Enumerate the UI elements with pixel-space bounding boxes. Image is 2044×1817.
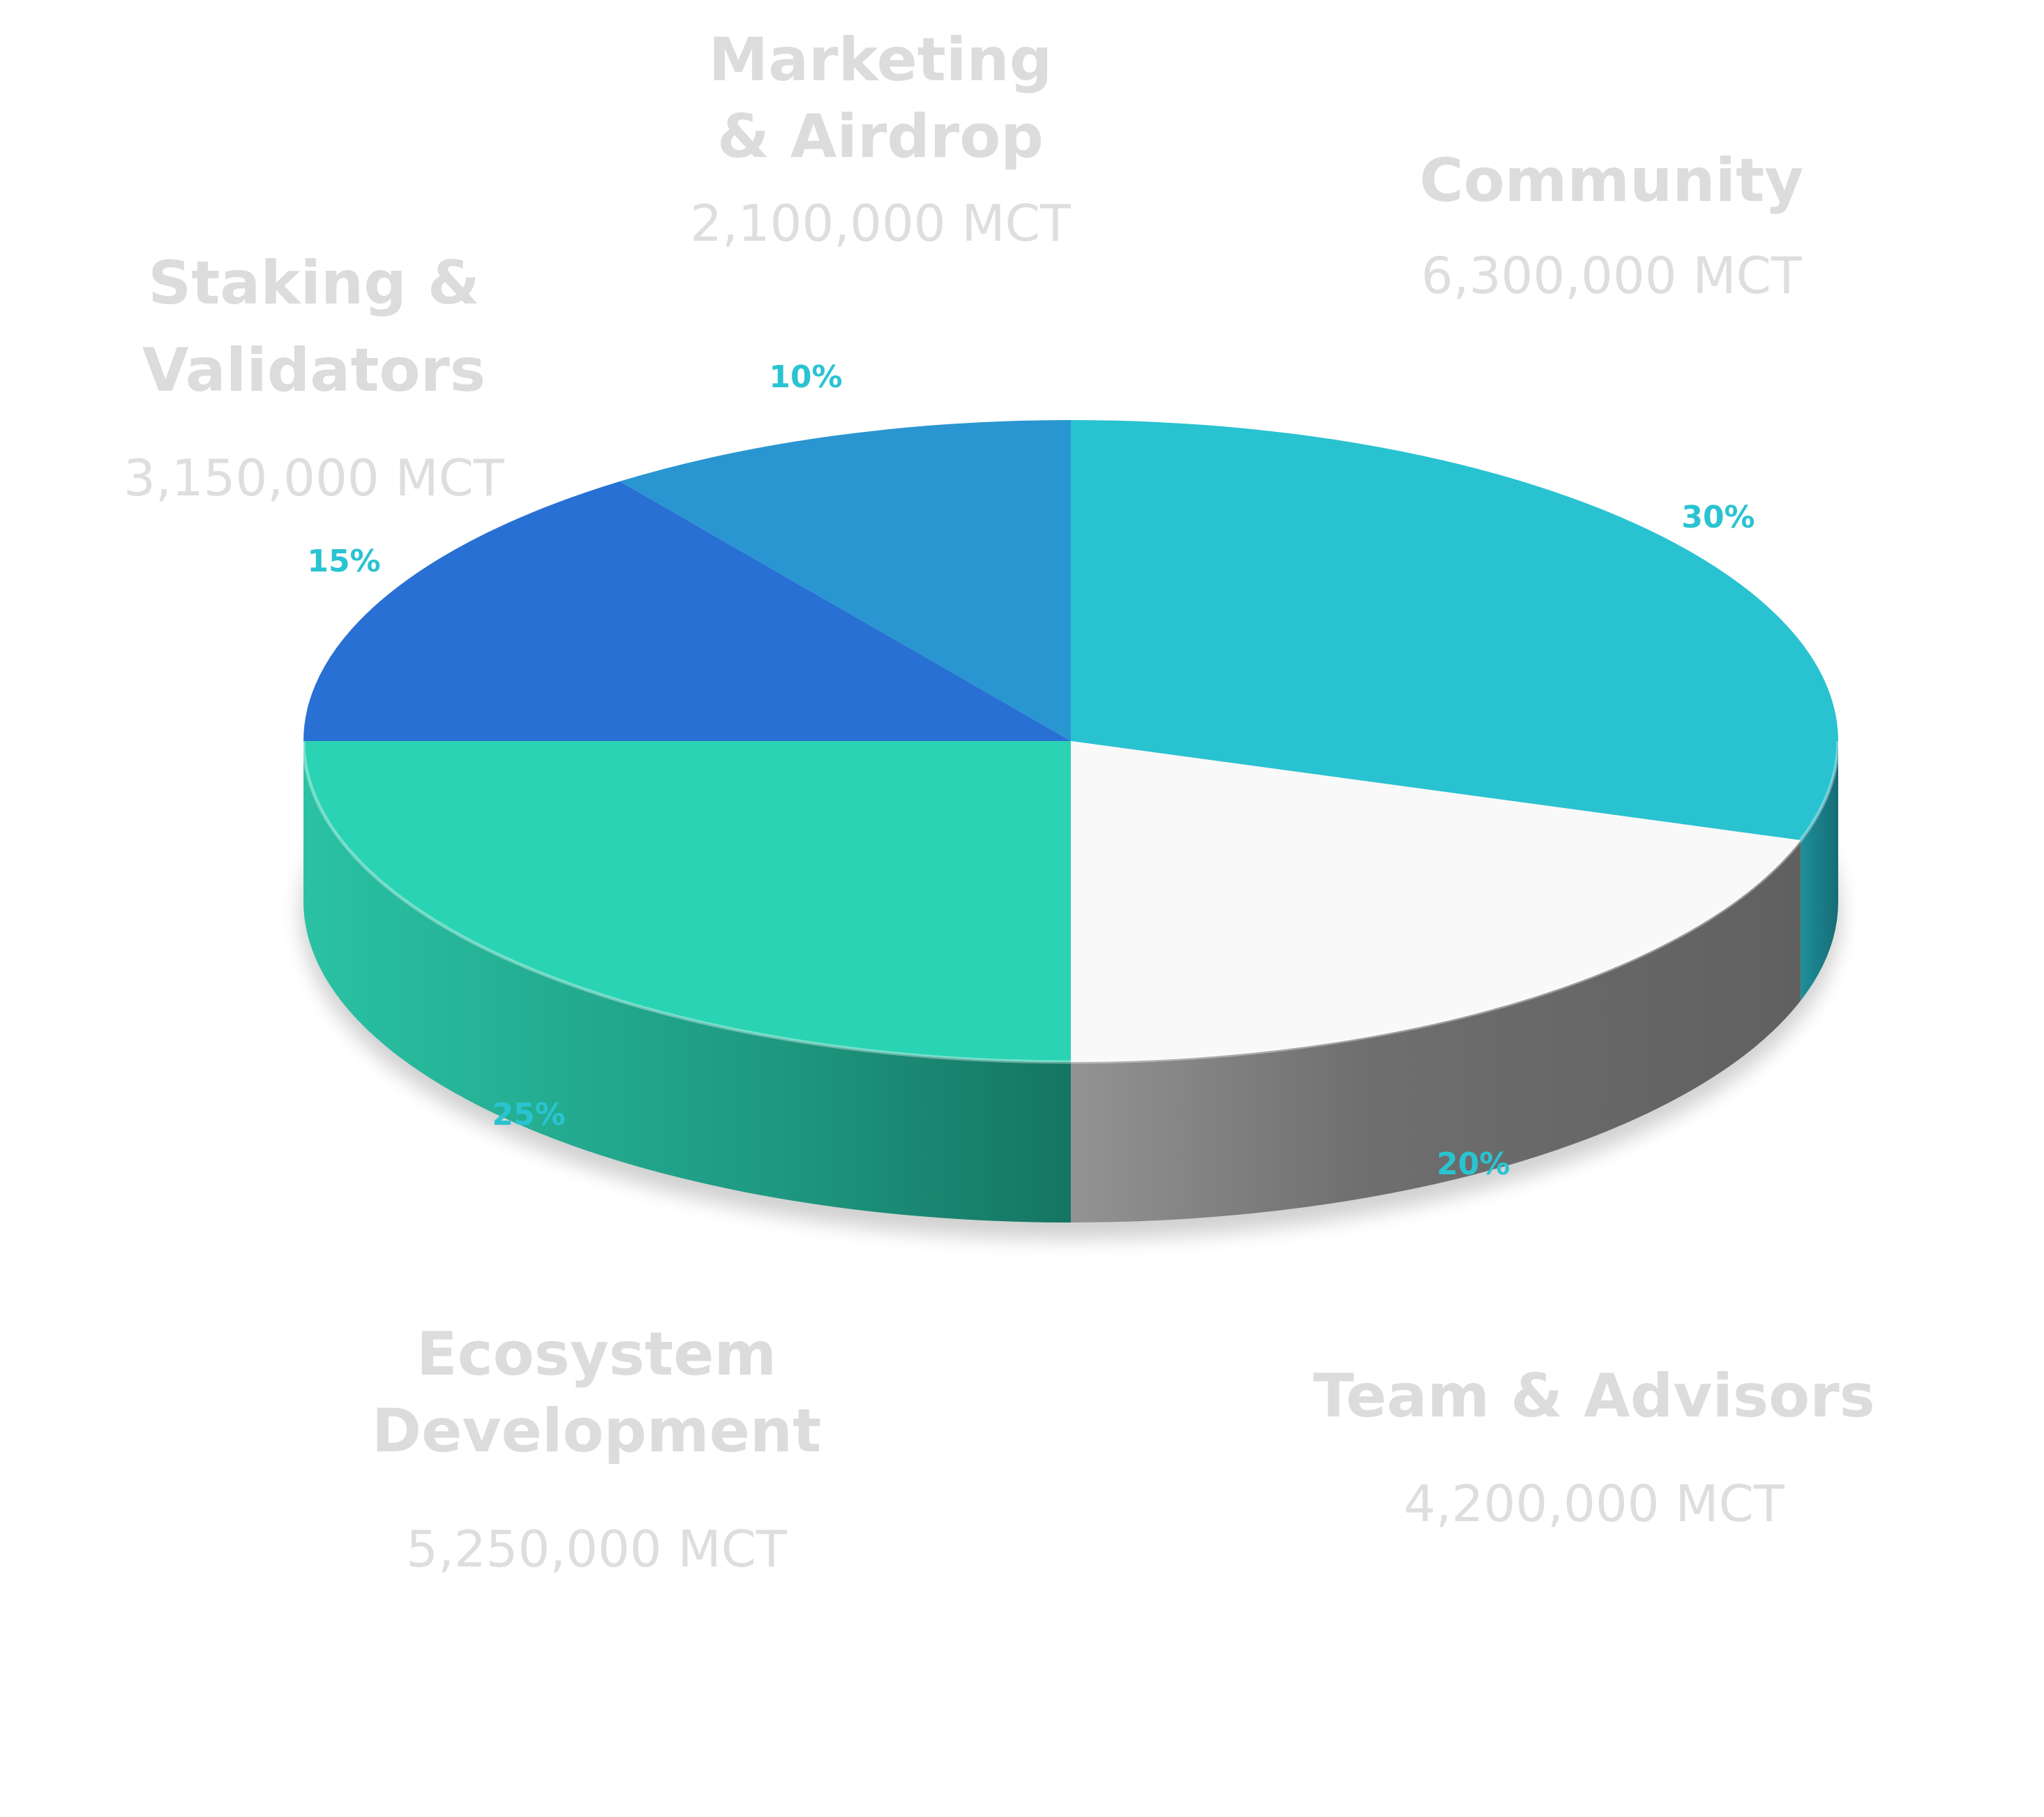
label-amount-marketing-airdrop: 2,100,000 MCT [690,194,1072,253]
pie-slice-ecosystem-development [303,741,1071,1062]
label-amount-ecosystem-development: 5,250,000 MCT [406,1520,788,1578]
label-amount-team-advisors: 4,200,000 MCT [1404,1474,1785,1533]
pie-slice-staking-validators [303,481,1071,741]
pie-slice-marketing-airdrop [619,420,1071,741]
label-name-ecosystem-development-line2: Development [372,1396,822,1466]
data-label-team-advisors: 20% [1436,1146,1510,1182]
data-label-marketing-airdrop: 10% [769,359,842,395]
pie-slice-team-advisors [1071,741,1801,1062]
label-name-staking-validators-line1: Staking & [148,248,479,318]
data-label-community: 30% [1681,500,1754,535]
data-label-ecosystem-development: 25% [492,1097,565,1132]
label-name-marketing-airdrop-line2: & Airdrop [717,102,1044,172]
pie-rim-highlight [301,740,1840,1064]
pie-slice-community [1071,420,1838,841]
pie-side-ecosystem-development [303,741,1071,1222]
label-amount-staking-validators: 3,150,000 MCT [123,449,505,507]
data-label-staking-validators: 15% [307,544,380,579]
pie-side-community [1801,741,1838,1001]
label-amount-community: 6,300,000 MCT [1421,246,1803,305]
label-name-community: Community [1420,146,1804,216]
label-name-team-advisors: Team & Advisors [1313,1361,1875,1431]
label-name-marketing-airdrop-line1: Marketing [709,25,1053,95]
pie-side-team-advisors [1071,840,1801,1222]
label-name-staking-validators-line2: Validators [142,336,486,405]
label-name-ecosystem-development-line1: Ecosystem [416,1319,776,1389]
